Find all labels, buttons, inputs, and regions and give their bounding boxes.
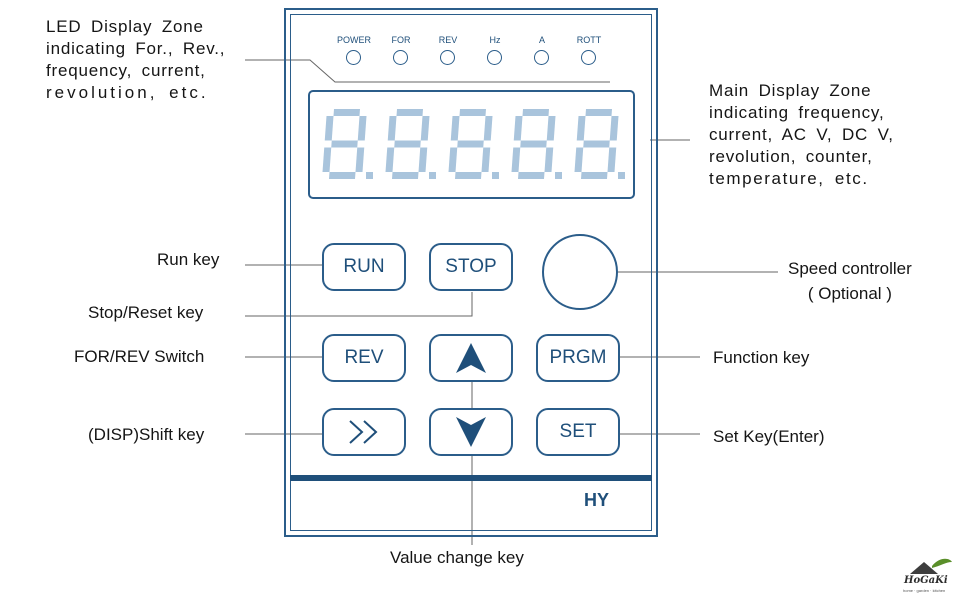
main-zone-line-5: temperature, etc. — [709, 169, 869, 188]
main-zone-line-4: revolution, counter, — [709, 147, 873, 166]
run-button[interactable]: RUN — [322, 243, 406, 291]
stop-key-leader — [245, 292, 473, 317]
led-hz — [487, 50, 502, 65]
hogaki-logo — [910, 558, 952, 574]
main-zone-line-2: indicating frequency, — [709, 103, 885, 122]
led-zone-line-3: frequency, current, — [46, 61, 206, 80]
led-label-a: A — [538, 35, 545, 45]
up-button[interactable] — [429, 334, 513, 382]
led-rev — [440, 50, 455, 65]
led-zone-line-1: LED Display Zone — [46, 17, 204, 36]
led-zone-line-4: revolution, etc. — [46, 83, 209, 102]
led-label-rev: REV — [438, 35, 458, 45]
digit-2 — [385, 109, 436, 179]
speed-controller-knob[interactable] — [542, 234, 618, 310]
logo-name: HoGaKi — [904, 575, 948, 586]
double-chevron-right-icon — [349, 420, 378, 444]
down-button[interactable] — [429, 408, 513, 456]
main-display — [308, 90, 635, 199]
led-zone-line-2: indicating For., Rev., — [46, 39, 226, 58]
brand-label: HY — [584, 490, 610, 510]
speed-controller-label: Speed controller ( Optional ) — [788, 258, 912, 305]
shift-button[interactable] — [322, 408, 406, 456]
led-for — [393, 50, 408, 65]
digit-5 — [574, 109, 625, 179]
led-zone-leader — [245, 59, 610, 83]
stop-button[interactable]: STOP — [429, 243, 513, 291]
led-a — [534, 50, 549, 65]
function-key-label: Function key — [713, 348, 810, 367]
seven-segment-digits — [322, 109, 625, 179]
prgm-button[interactable]: PRGM — [536, 334, 620, 382]
logo-tagline: home · garden · kitchen — [903, 588, 946, 593]
run-key-label: Run key — [157, 250, 220, 269]
set-key-label: Set Key(Enter) — [713, 427, 825, 446]
led-label-hz: Hz — [489, 35, 501, 45]
stop-key-label: Stop/Reset key — [88, 303, 204, 322]
speed-controller-line-1: Speed controller — [788, 259, 912, 278]
rev-button[interactable]: REV — [322, 334, 406, 382]
main-zone-line-1: Main Display Zone — [709, 81, 872, 100]
value-change-label: Value change key — [390, 548, 524, 567]
for-rev-label: FOR/REV Switch — [74, 347, 205, 366]
down-arrow-icon — [456, 417, 486, 447]
led-zone-label: LED Display Zone indicating For., Rev., … — [46, 16, 225, 104]
digit-3 — [448, 109, 499, 179]
main-zone-label: Main Display Zone indicating frequency, … — [709, 80, 894, 190]
digit-1 — [322, 109, 373, 179]
panel-inner-frame — [290, 14, 652, 531]
main-zone-line-3: current, AC V, DC V, — [709, 125, 894, 144]
speed-controller-line-2: ( Optional ) — [807, 284, 892, 303]
panel-divider-bar — [290, 475, 652, 481]
led-rott — [581, 50, 596, 65]
shift-key-label: (DISP)Shift key — [88, 425, 205, 444]
led-label-for: FOR — [391, 35, 411, 45]
led-label-power: POWER — [336, 35, 371, 45]
panel-outer-frame — [284, 8, 658, 537]
led-label-rott: ROTT — [576, 35, 602, 45]
up-arrow-icon — [456, 343, 486, 373]
digit-4 — [511, 109, 562, 179]
set-button[interactable]: SET — [536, 408, 620, 456]
led-power — [346, 50, 361, 65]
